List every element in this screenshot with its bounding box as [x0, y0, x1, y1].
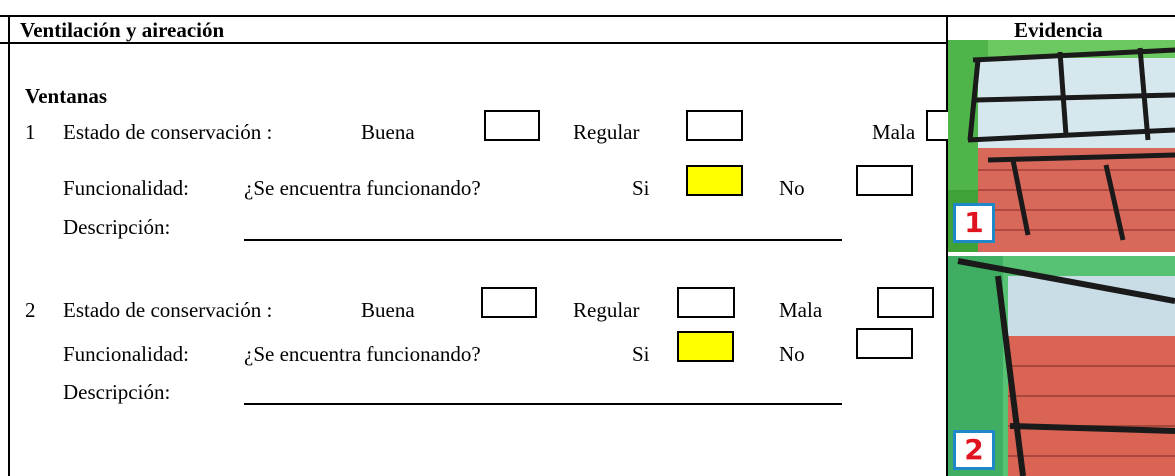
description-label: Descripción: — [63, 215, 171, 239]
regular-checkbox[interactable] — [677, 287, 735, 318]
option-buena-label: Buena — [361, 298, 415, 322]
item-number: 2 — [25, 298, 36, 322]
option-regular-label: Regular — [573, 298, 640, 322]
evidence-title: Evidencia — [1014, 18, 1103, 42]
buena-checkbox[interactable] — [481, 287, 537, 318]
buena-checkbox[interactable] — [484, 110, 540, 141]
evidence-badge: 2 — [953, 430, 995, 470]
conservation-label: Estado de conservación : — [63, 120, 273, 144]
option-regular-label: Regular — [573, 120, 640, 144]
window-photo-2-icon: 2 — [948, 256, 1175, 476]
conservation-label: Estado de conservación : — [63, 298, 273, 322]
no-checkbox[interactable] — [856, 328, 913, 359]
subsection-title: Ventanas — [25, 84, 108, 108]
mala-checkbox[interactable] — [877, 287, 934, 318]
item-number: 1 — [25, 120, 36, 144]
option-mala-label: Mala — [872, 120, 916, 144]
functionality-label: Funcionalidad: — [63, 176, 189, 200]
functioning-question: ¿Se encuentra funcionando? — [244, 176, 481, 200]
yes-checkbox-selected[interactable] — [686, 165, 743, 196]
no-label: No — [779, 342, 805, 366]
yes-label: Si — [632, 176, 650, 200]
section-title: Ventilación y aireación — [20, 18, 225, 42]
description-label: Descripción: — [63, 380, 171, 404]
header-bottom-border — [0, 42, 1175, 44]
table-top-border — [0, 15, 1175, 17]
yes-label: Si — [632, 342, 650, 366]
no-label: No — [779, 176, 805, 200]
functionality-label: Funcionalidad: — [63, 342, 189, 366]
description-input-line[interactable] — [244, 239, 842, 241]
yes-checkbox-selected[interactable] — [677, 331, 734, 362]
regular-checkbox[interactable] — [686, 110, 743, 141]
no-checkbox[interactable] — [856, 165, 913, 196]
table-left-border — [8, 15, 10, 476]
description-input-line[interactable] — [244, 403, 842, 405]
window-photo-1-icon: 1 — [948, 40, 1175, 252]
functioning-question: ¿Se encuentra funcionando? — [244, 342, 481, 366]
evidence-badge: 1 — [953, 203, 995, 243]
option-buena-label: Buena — [361, 120, 415, 144]
evidence-column-divider — [946, 15, 948, 476]
option-mala-label: Mala — [779, 298, 823, 322]
